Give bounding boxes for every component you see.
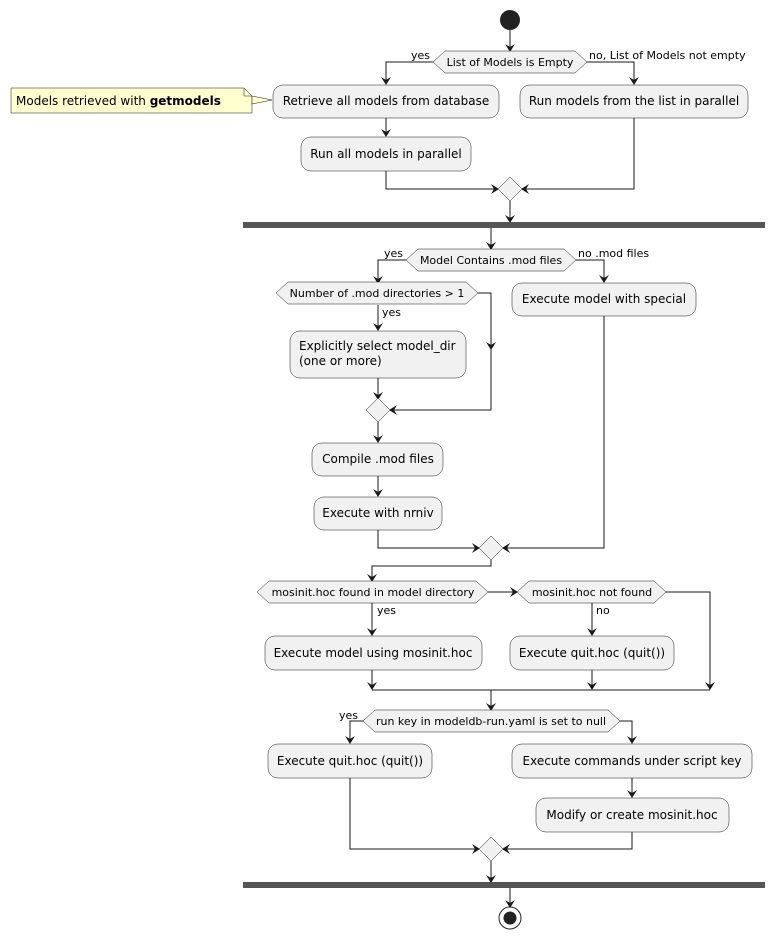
edge-label-yes-2: yes xyxy=(384,247,403,260)
action-select-model-dir: Explicitly select model_dir (one or more… xyxy=(289,330,467,379)
action-select-model-dir-line1: Explicitly select model_dir xyxy=(299,339,456,353)
action-run-from-list: Run models from the list in parallel xyxy=(519,84,749,119)
action-execute-nrniv: Execute with nrniv xyxy=(313,496,443,531)
decision-mosinit-found: mosinit.hoc found in model directory xyxy=(256,580,489,604)
edge-label-no-list: no, List of Models not empty xyxy=(589,49,746,62)
decision-mosinit-not-found-label: mosinit.hoc not found xyxy=(532,586,652,599)
edge-labels: yes no, List of Models not empty yes no … xyxy=(339,49,746,722)
arrowheads xyxy=(345,44,715,908)
action-execute-quit-2: Execute quit.hoc (quit()) xyxy=(267,743,433,779)
start-node xyxy=(500,10,520,30)
edge-label-no-mod: no .mod files xyxy=(578,247,649,260)
note-bold: getmodels xyxy=(150,94,221,108)
decision-run-key-label: run key in modeldb-run.yaml is set to nu… xyxy=(376,715,606,728)
note-getmodels: Models retrieved with getmodels xyxy=(10,87,273,114)
decision-mosinit-not-found: mosinit.hoc not found xyxy=(516,580,667,604)
action-modify-mosinit: Modify or create mosinit.hoc xyxy=(535,797,730,833)
note-prefix: Models retrieved with xyxy=(16,94,150,108)
merge-diamond-final xyxy=(478,836,504,862)
join-bar xyxy=(243,882,765,888)
action-execute-quit-2-label: Execute quit.hoc (quit()) xyxy=(277,754,423,768)
merge-diamond-1 xyxy=(497,176,523,202)
action-run-all-parallel-label: Run all models in parallel xyxy=(310,147,462,161)
decision-mod-files: Model Contains .mod files xyxy=(405,248,577,272)
action-select-model-dir-line2: (one or more) xyxy=(299,354,382,368)
decision-list-empty: List of Models is Empty xyxy=(432,50,588,74)
decision-list-empty-label: List of Models is Empty xyxy=(447,56,574,69)
action-execute-quit-1: Execute quit.hoc (quit()) xyxy=(509,635,675,671)
edge-label-yes-4: yes xyxy=(377,604,396,617)
action-run-all-parallel: Run all models in parallel xyxy=(300,136,472,172)
decision-mod-files-label: Model Contains .mod files xyxy=(420,254,562,267)
action-execute-quit-1-label: Execute quit.hoc (quit()) xyxy=(519,646,665,660)
decision-mod-dirs: Number of .mod directories > 1 xyxy=(275,281,479,305)
action-execute-nrniv-label: Execute with nrniv xyxy=(322,506,433,520)
edge-label-no-1: no xyxy=(596,604,610,617)
action-retrieve-all-label: Retrieve all models from database xyxy=(283,94,489,108)
end-node xyxy=(498,906,522,930)
action-execute-script-key-label: Execute commands under script key xyxy=(523,754,742,768)
action-modify-mosinit-label: Modify or create mosinit.hoc xyxy=(546,808,717,822)
action-execute-script-key: Execute commands under script key xyxy=(511,743,753,779)
edge-label-yes-3: yes xyxy=(382,306,401,319)
action-execute-special: Execute model with special xyxy=(511,282,697,317)
action-compile-mod-label: Compile .mod files xyxy=(322,452,434,466)
merge-diamond-mod xyxy=(478,535,504,561)
decision-run-key: run key in modeldb-run.yaml is set to nu… xyxy=(362,709,621,733)
note-text: Models retrieved with getmodels xyxy=(16,94,221,108)
edge-label-yes-1: yes xyxy=(411,49,430,62)
action-run-from-list-label: Run models from the list in parallel xyxy=(529,94,739,108)
action-compile-mod: Compile .mod files xyxy=(311,442,444,477)
decision-mosinit-found-label: mosinit.hoc found in model directory xyxy=(272,586,475,599)
fork-bar xyxy=(243,222,765,228)
action-retrieve-all: Retrieve all models from database xyxy=(272,84,500,119)
edge-label-yes-5: yes xyxy=(339,709,358,722)
decision-mod-dirs-label: Number of .mod directories > 1 xyxy=(290,287,465,300)
merge-diamond-dirs xyxy=(365,397,391,423)
action-execute-special-label: Execute model with special xyxy=(522,292,686,306)
action-execute-mosinit: Execute model using mosinit.hoc xyxy=(264,635,483,671)
action-execute-mosinit-label: Execute model using mosinit.hoc xyxy=(274,646,473,660)
